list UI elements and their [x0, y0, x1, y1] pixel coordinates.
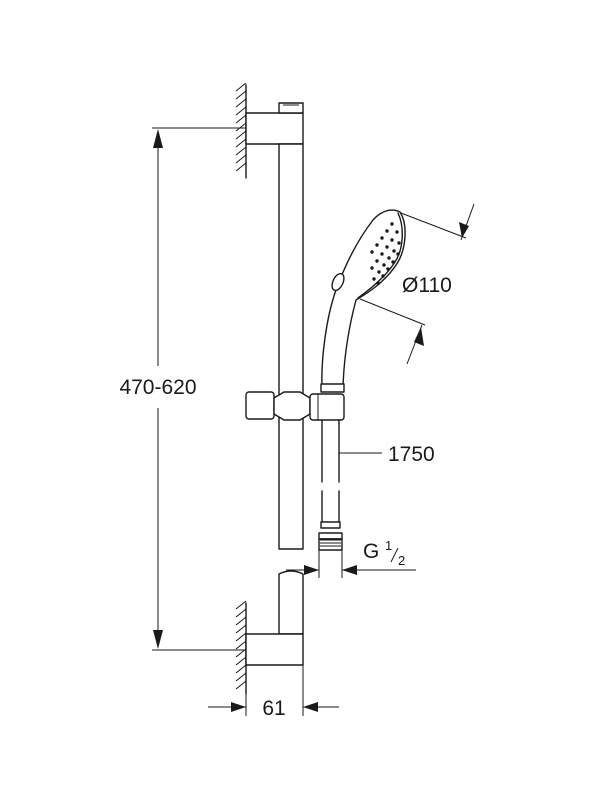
hose-length-label: 1750: [388, 443, 435, 466]
wall-hatch-line: [235, 154, 247, 164]
dimension-hose-length: 1750: [339, 443, 435, 466]
bottom-wall-bracket: [245, 633, 304, 666]
wall-hatch-line: [235, 632, 247, 642]
wall-hatch-line: [235, 624, 247, 634]
wall-hatch-line: [235, 98, 247, 108]
dimension-thread: G 1 2: [286, 538, 416, 578]
upper-wall: [235, 82, 247, 179]
nozzle: [382, 263, 386, 267]
nozzle: [381, 274, 385, 278]
wall-hatch-line: [235, 130, 247, 140]
wall-hatch-line: [235, 640, 247, 650]
shower-rail-upper: [278, 143, 304, 550]
dimension-height: 470-620: [119, 127, 246, 651]
nozzle: [370, 250, 374, 254]
top-wall-bracket: [245, 102, 304, 145]
nozzle: [395, 230, 399, 234]
nozzle: [396, 252, 400, 256]
wall-hatch-line: [235, 616, 247, 626]
nozzle: [380, 252, 384, 256]
wall-hatch-line: [235, 82, 247, 92]
wall-hatch-line: [235, 672, 247, 682]
nozzle: [372, 277, 376, 281]
nozzle: [391, 260, 395, 264]
nozzle: [375, 259, 379, 263]
nozzle: [392, 249, 396, 253]
thread-denominator: 2: [398, 553, 405, 568]
nozzle: [397, 241, 401, 245]
nozzle: [370, 266, 374, 270]
nozzle: [380, 236, 384, 240]
wall-hatch-line: [235, 114, 247, 124]
nozzle: [376, 281, 380, 285]
wall-hatch-line: [235, 90, 247, 100]
wall-hatch-line: [235, 680, 247, 690]
nozzle: [377, 270, 381, 274]
wall-offset-label: 61: [262, 697, 285, 720]
nozzle: [390, 238, 394, 242]
wall-hatch-line: [235, 146, 247, 156]
thread-g-label: G: [363, 540, 379, 563]
nozzle: [375, 243, 379, 247]
nozzle-array: [370, 222, 401, 285]
nozzle: [386, 267, 390, 271]
wall-hatch-line: [235, 656, 247, 666]
wall-hatch-line: [235, 138, 247, 148]
nozzle: [385, 229, 389, 233]
hand-shower: [320, 209, 406, 393]
wall-hatch-line: [235, 664, 247, 674]
shower-hose: [318, 419, 343, 551]
nozzle: [385, 245, 389, 249]
head-diameter-label: Ø110: [402, 274, 452, 297]
nozzle: [387, 256, 391, 260]
shower-rail-lower: [278, 570, 304, 635]
wall-hatch-line: [235, 162, 247, 172]
wall-hatch-line: [235, 600, 247, 610]
lower-wall: [235, 600, 247, 695]
dimension-head-diameter: Ø110: [359, 203, 475, 365]
dimension-wall-offset: 61: [208, 665, 339, 720]
wall-hatch-line: [235, 122, 247, 132]
wall-hatch-line: [235, 106, 247, 116]
handshower-holder: [245, 391, 345, 421]
height-range-label: 470-620: [119, 376, 196, 399]
wall-hatch-line: [235, 608, 247, 618]
nozzle: [390, 222, 394, 226]
thread-numerator: 1: [385, 538, 392, 553]
